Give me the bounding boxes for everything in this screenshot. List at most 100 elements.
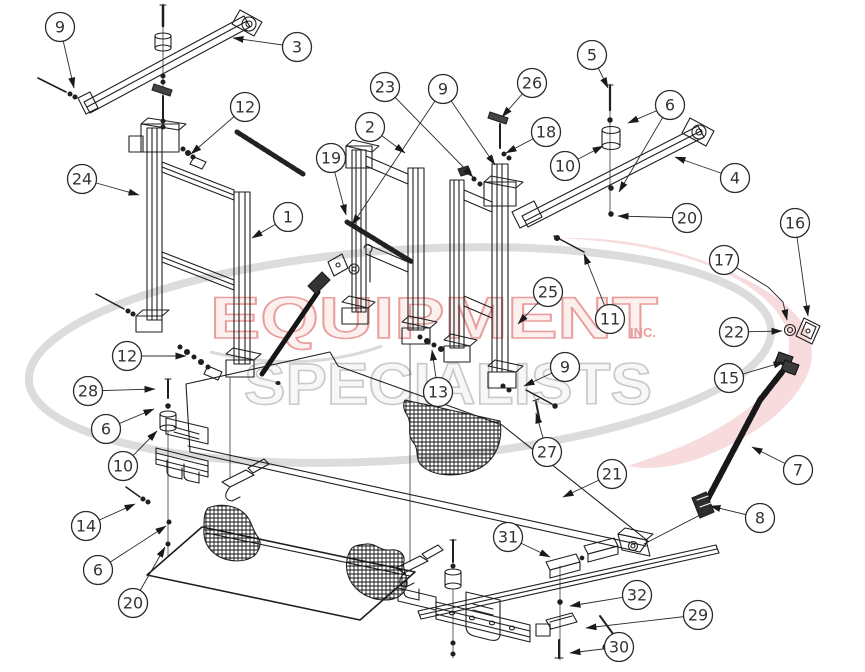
callout-7[interactable]: 7 xyxy=(782,454,814,486)
callout-3[interactable]: 3 xyxy=(281,31,313,63)
callout-19[interactable]: 19 xyxy=(315,142,347,174)
callout-29[interactable]: 29 xyxy=(682,599,714,631)
callout-circle[interactable] xyxy=(603,631,635,663)
callout-circle[interactable] xyxy=(422,376,454,408)
callout-6[interactable]: 6 xyxy=(90,413,122,445)
callout-4[interactable]: 4 xyxy=(719,162,751,194)
callout-circle[interactable] xyxy=(779,207,811,239)
callout-22[interactable]: 22 xyxy=(718,316,750,348)
callout-10[interactable]: 10 xyxy=(107,450,139,482)
callout-circle[interactable] xyxy=(549,150,581,182)
callout-circle[interactable] xyxy=(576,39,608,71)
callout-circle[interactable] xyxy=(530,116,562,148)
callout-6[interactable]: 6 xyxy=(82,554,114,586)
callout-circle[interactable] xyxy=(718,316,750,348)
callout-circle[interactable] xyxy=(44,11,76,43)
callout-5[interactable]: 5 xyxy=(576,39,608,71)
callout-25[interactable]: 25 xyxy=(532,276,564,308)
callout-circle[interactable] xyxy=(532,276,564,308)
callout-circle[interactable] xyxy=(744,502,776,534)
callout-number: 24 xyxy=(72,170,92,189)
callout-circle[interactable] xyxy=(354,111,386,143)
callout-1[interactable]: 1 xyxy=(272,201,304,233)
arm-left-pivot-bolt xyxy=(37,77,78,100)
leader-line-16 xyxy=(794,222,811,317)
callout-23[interactable]: 23 xyxy=(369,71,401,103)
callout-24[interactable]: 24 xyxy=(66,163,98,195)
callout-31[interactable]: 31 xyxy=(492,521,524,553)
callout-number: 32 xyxy=(627,586,647,605)
callout-circle[interactable] xyxy=(492,521,524,553)
callout-26[interactable]: 26 xyxy=(516,67,548,99)
platform-rear-frame xyxy=(185,351,654,557)
callout-20[interactable]: 20 xyxy=(117,587,149,619)
callout-28[interactable]: 28 xyxy=(72,375,104,407)
callout-11[interactable]: 11 xyxy=(594,303,626,335)
callout-number: 26 xyxy=(522,74,542,93)
callout-8[interactable]: 8 xyxy=(744,502,776,534)
callout-16[interactable]: 16 xyxy=(779,207,811,239)
callout-circle[interactable] xyxy=(516,67,548,99)
callout-circle[interactable] xyxy=(782,454,814,486)
callout-circle[interactable] xyxy=(654,89,686,121)
callout-18[interactable]: 18 xyxy=(530,116,562,148)
callout-12[interactable]: 12 xyxy=(111,340,143,372)
callout-circle[interactable] xyxy=(671,202,703,234)
callout-number: 7 xyxy=(793,461,803,480)
callout-number: 18 xyxy=(536,123,556,142)
callout-number: 13 xyxy=(428,383,448,402)
callout-12[interactable]: 12 xyxy=(229,91,261,123)
callout-circle[interactable] xyxy=(594,303,626,335)
callout-circle[interactable] xyxy=(621,579,653,611)
callout-circle[interactable] xyxy=(117,587,149,619)
callout-number: 30 xyxy=(609,638,629,657)
callout-circle[interactable] xyxy=(427,73,459,105)
callout-circle[interactable] xyxy=(107,450,139,482)
tower-center xyxy=(341,139,438,345)
callout-number: 20 xyxy=(123,594,143,613)
callout-circle[interactable] xyxy=(111,340,143,372)
rail-pin-hardware xyxy=(545,565,578,661)
callout-9[interactable]: 9 xyxy=(44,11,76,43)
callout-27[interactable]: 27 xyxy=(531,436,563,468)
tower-left-foot-bolts xyxy=(95,293,223,381)
callout-9[interactable]: 9 xyxy=(549,351,581,383)
tower-left xyxy=(128,117,262,478)
callout-circle[interactable] xyxy=(549,351,581,383)
callout-17[interactable]: 17 xyxy=(708,244,740,276)
callout-number: 4 xyxy=(730,169,740,188)
callout-circle[interactable] xyxy=(70,510,102,542)
callout-circle[interactable] xyxy=(66,163,98,195)
callout-circle[interactable] xyxy=(719,162,751,194)
callout-circle[interactable] xyxy=(229,91,261,123)
callout-20[interactable]: 20 xyxy=(671,202,703,234)
callout-circle[interactable] xyxy=(272,201,304,233)
callout-15[interactable]: 15 xyxy=(713,362,745,394)
callout-6[interactable]: 6 xyxy=(654,89,686,121)
callout-2[interactable]: 2 xyxy=(354,111,386,143)
callout-32[interactable]: 32 xyxy=(621,579,653,611)
callout-number: 20 xyxy=(677,209,697,228)
callout-number: 19 xyxy=(321,149,341,168)
callout-14[interactable]: 14 xyxy=(70,510,102,542)
callout-circle[interactable] xyxy=(708,244,740,276)
callout-circle[interactable] xyxy=(596,458,628,490)
callout-circle[interactable] xyxy=(72,375,104,407)
callout-9[interactable]: 9 xyxy=(427,73,459,105)
callout-circle[interactable] xyxy=(82,554,114,586)
callout-circle[interactable] xyxy=(281,31,313,63)
callout-21[interactable]: 21 xyxy=(596,458,628,490)
leader-line-6 xyxy=(618,104,671,193)
callout-circle[interactable] xyxy=(531,436,563,468)
callout-circle[interactable] xyxy=(682,599,714,631)
callout-circle[interactable] xyxy=(90,413,122,445)
callout-13[interactable]: 13 xyxy=(422,376,454,408)
callout-10[interactable]: 10 xyxy=(549,150,581,182)
watermark-text-inc: INC. xyxy=(630,325,656,340)
callout-number: 14 xyxy=(76,517,96,536)
callout-circle[interactable] xyxy=(713,362,745,394)
callout-circle[interactable] xyxy=(369,71,401,103)
callout-30[interactable]: 30 xyxy=(603,631,635,663)
callout-circle[interactable] xyxy=(315,142,347,174)
